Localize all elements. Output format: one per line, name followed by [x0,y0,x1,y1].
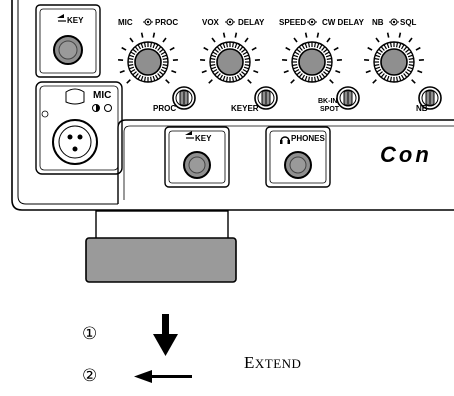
brand-logo: Con [380,142,432,167]
extend-label-rest: XTEND [254,356,302,371]
phones-label: PHONES [291,134,325,143]
knob-center-mark-icon [307,18,317,26]
nb-sql-label-a: NB [372,18,384,27]
knob-center-mark-icon [225,18,235,26]
keyer-switch[interactable] [254,86,278,110]
arrow-left-icon [134,370,192,383]
vox-delay-label-a: VOX [202,18,219,27]
proc-label: PROC [153,104,177,113]
mic-jack-label: MIC [93,90,112,101]
headphones-icon [280,136,290,142]
key-label-front: KEY [195,134,212,143]
front-subpanel [117,119,454,204]
speed-cw-label-a: SPEED [279,18,307,27]
tilt-stand-bar [95,210,229,242]
speed-cw-delay-knob[interactable] [282,32,342,84]
bkin-spot-label-1: BK-IN [318,98,338,105]
mic-proc-knob[interactable] [118,32,178,84]
key-label-top: KEY [67,16,84,25]
bkin-spot-switch[interactable] [336,86,360,110]
bkin-spot-label-2: SPOT [320,106,340,113]
nb-sql-label-b: SQL [400,18,417,27]
knob-center-mark-icon [389,18,399,26]
nb-sql-knob[interactable] [364,32,424,84]
extend-label: EXTEND [244,353,301,373]
key-icon-top [57,14,66,22]
speed-cw-label-b: CW DELAY [322,18,364,27]
nb-switch[interactable] [418,86,442,110]
proc-switch[interactable] [172,86,196,110]
vox-delay-label-b: DELAY [238,18,265,27]
tilt-stand-foot[interactable] [85,237,237,283]
knob-center-mark-icon [143,18,153,26]
chassis-outline [11,0,454,211]
arrow-down-icon [153,314,178,356]
step-1-label: ① [82,324,98,344]
mic-proc-label-b: PROC [155,18,179,27]
extend-label-initial: E [244,353,255,372]
key-icon-front [185,131,194,139]
vox-delay-knob[interactable] [200,32,260,84]
nb-label: NB [416,104,428,113]
keyer-label: KEYER [231,104,259,113]
step-2-label: ② [82,366,98,386]
chassis-inner-edge [17,0,118,205]
mic-proc-label-a: MIC [118,18,133,27]
